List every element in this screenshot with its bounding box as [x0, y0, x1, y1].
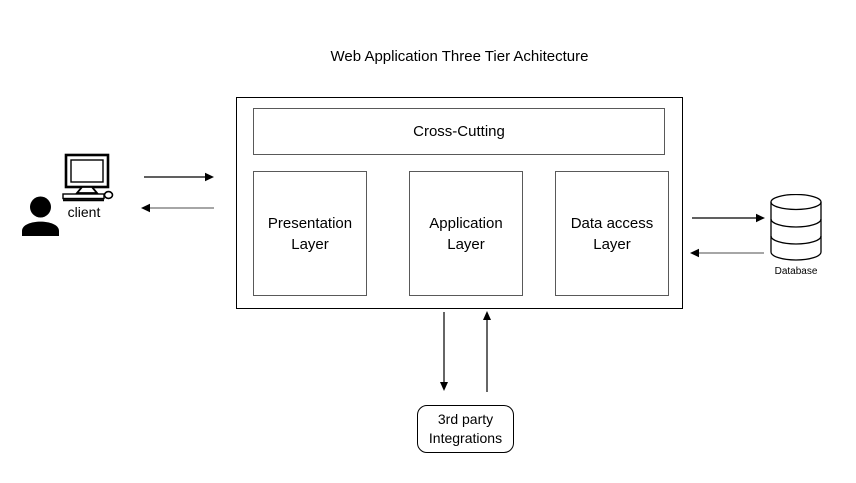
application-layer-box: Application Layer — [409, 171, 523, 296]
client-to-system-arrow — [144, 172, 214, 182]
database-icon — [770, 194, 822, 261]
diagram-title: Web Application Three Tier Achitecture — [330, 48, 589, 65]
data-access-layer-box: Data access Layer — [555, 171, 669, 296]
client-label: client — [67, 204, 101, 220]
cross-cutting-box: Cross-Cutting — [253, 108, 665, 155]
client-icon — [22, 153, 114, 236]
system-to-database-arrow — [692, 213, 765, 223]
third-party-integrations-box: 3rd party Integrations — [417, 405, 514, 453]
database-label: Database — [774, 266, 818, 277]
database-to-system-arrow — [690, 248, 764, 258]
system-to-thirdparty-arrow — [440, 312, 448, 391]
system-to-client-arrow — [141, 203, 214, 213]
system-box: Cross-Cutting Presentation Layer Applica… — [236, 97, 683, 309]
presentation-layer-box: Presentation Layer — [253, 171, 367, 296]
thirdparty-to-system-arrow — [483, 311, 491, 392]
